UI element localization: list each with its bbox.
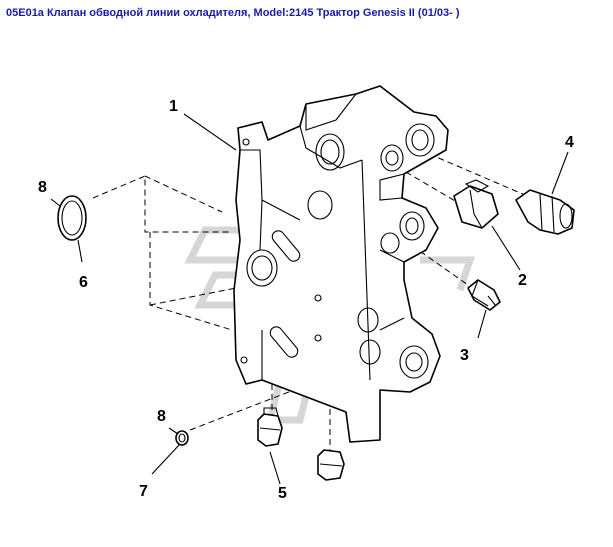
callout-5: 5 [278, 485, 287, 502]
elbow-fitting-part-2 [453, 179, 499, 229]
o-ring-part-7 [175, 430, 189, 446]
callout-4: 4 [565, 134, 574, 151]
callout-8-upper: 8 [38, 179, 47, 196]
callout-2: 2 [518, 272, 527, 289]
o-ring-part-6 [57, 195, 87, 241]
fitting-part-3 [467, 279, 501, 311]
fitting-part-5-upper [257, 407, 283, 447]
callout-8-lower: 8 [157, 408, 166, 425]
callout-3: 3 [460, 347, 469, 364]
callout-1: 1 [169, 98, 178, 115]
adapter-part-4 [515, 189, 575, 235]
leader-lines [50, 113, 569, 485]
fitting-part-5-lower [317, 449, 345, 481]
callout-6: 6 [79, 274, 88, 291]
callout-7: 7 [139, 483, 148, 500]
valve-body-part-1 [233, 85, 449, 443]
diagram-title: 05E01a Клапан обводной линии охладителя,… [6, 7, 460, 19]
